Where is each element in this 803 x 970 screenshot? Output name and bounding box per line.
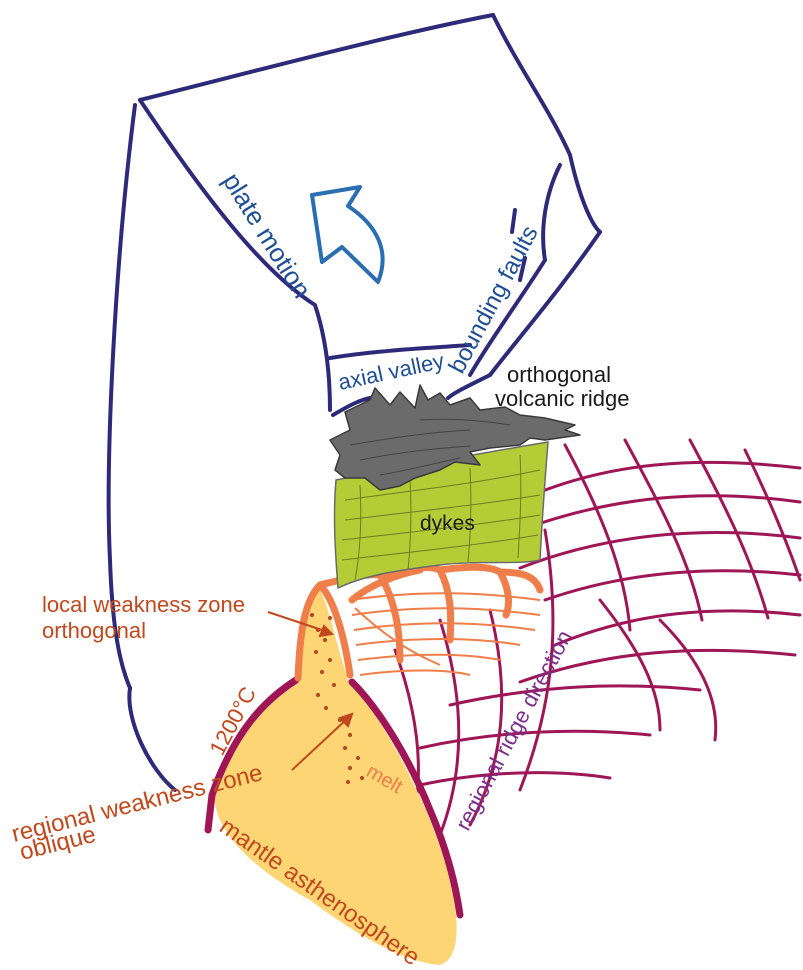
orthogonal-ridge-label-1: orthogonal (507, 362, 611, 387)
plate-motion-label: plate motion (217, 167, 318, 303)
orthogonal-ridge-label-2: volcanic ridge (495, 386, 630, 411)
local-weakness-label-1: local weakness zone (42, 592, 245, 617)
plate-motion-arrow-icon (312, 187, 383, 282)
bounding-faults-label: bounding faults (443, 221, 543, 377)
local-weakness-label-2: orthogonal (42, 618, 146, 643)
dykes-label: dykes (420, 512, 475, 535)
